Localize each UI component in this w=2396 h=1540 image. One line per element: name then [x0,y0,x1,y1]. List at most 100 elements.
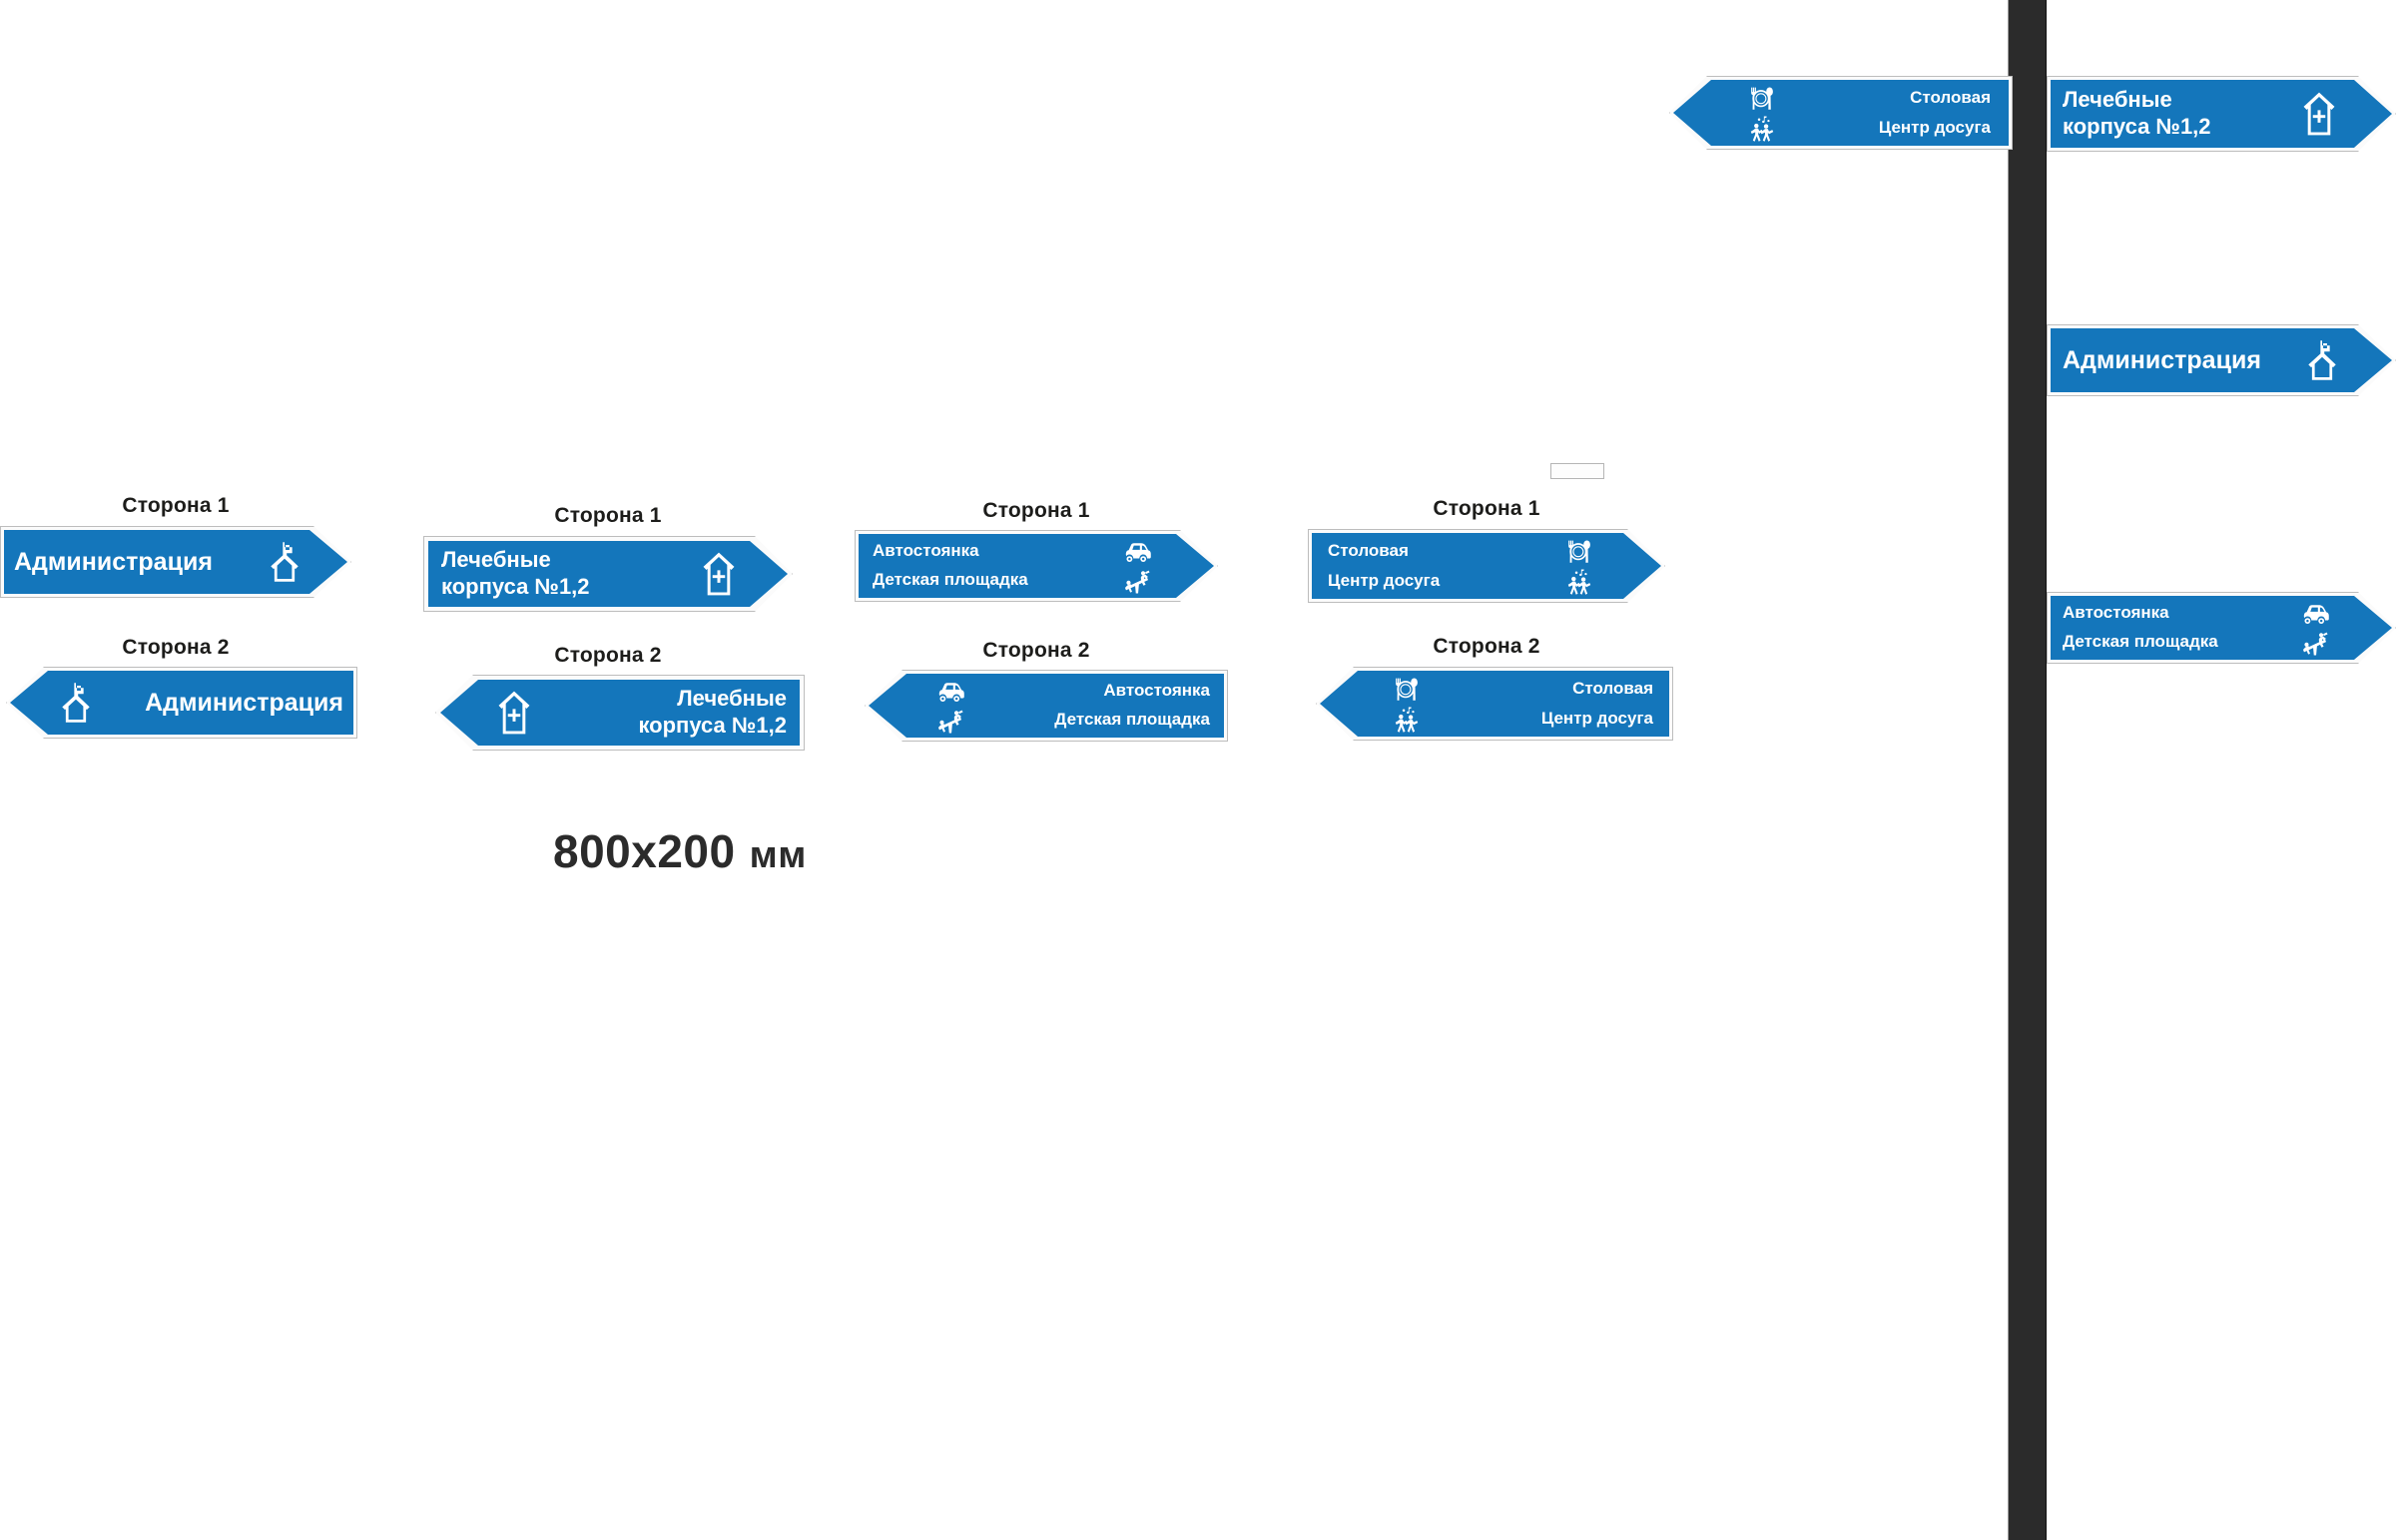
sign-line-2: Центр досуга [1328,570,1441,590]
sign-iconbox [2282,337,2396,383]
sign-plate [1673,80,2009,146]
sign-line-2: корпуса №1,2 [2063,114,2211,139]
dimension-unit: мм [749,834,807,876]
sign-content: Лечебные корпуса №1,2 [2047,76,2396,152]
sign-textblock: Администрация [2063,345,2282,376]
sign-medical-side-1[interactable]: Лечебные корпуса №1,2 [423,536,793,612]
sign-administration-side-1[interactable]: Администрация [0,526,351,598]
stray-rectangle-artifact [1550,463,1604,479]
sign-content: Автостоянка Детская площадка [865,670,1228,742]
cutlery-plate-icon [1750,86,1774,111]
hospital-house-cross-icon [498,691,530,735]
sign-content: Лечебные корпуса №1,2 [435,675,805,751]
group-2-side-2-label: Сторона 2 [554,644,662,667]
sign-plate [1320,671,1669,737]
sign-line-1: Автостоянка [2063,603,2169,623]
sign-parking-playground-side-2[interactable]: Автостоянка Детская площадка [865,670,1228,742]
sign-plate [869,674,1224,738]
group-2-side-1-label: Сторона 1 [554,504,662,527]
sign-content: Администрация [0,526,351,598]
administration-house-flag-icon [2308,340,2336,380]
sign-canteen-leisure-side-1[interactable]: Столовая Центр досуга [1308,529,1665,603]
sign-textblock: Лечебные корпуса №1,2 [2063,87,2278,141]
sign-pole [2008,0,2047,1540]
sign-iconbox [679,549,793,599]
sign-parking-playground-side-1[interactable]: Автостоянка Детская площадка [855,530,1218,602]
sign-line-2: Центр досуга [1540,708,1653,728]
pole-sign-medical[interactable]: Лечебные корпуса №1,2 [2047,76,2396,152]
sign-line-2: Детская площадка [2063,632,2218,651]
sign-line-2: Детская площадка [873,570,1028,589]
sign-iconbox [2278,89,2396,139]
sign-content: Автостоянка Детская площадка [855,530,1218,602]
sign-textblock: Администрация [116,688,343,719]
sign-plate [2051,596,2392,660]
car-icon [1125,543,1151,562]
sign-iconbox [6,680,116,726]
sign-textblock: Лечебные корпуса №1,2 [441,547,679,601]
dancing-people-music-icon [1750,115,1774,142]
sign-textblock: Автостоянка Детская площадка [873,541,1094,590]
sign-textblock: Администрация [14,547,248,578]
pole-sign-administration[interactable]: Администрация [2047,324,2396,396]
sign-plate [859,534,1214,598]
seesaw-playground-icon [2302,632,2328,656]
sign-textblock: Лечебные корпуса №1,2 [557,686,787,740]
sign-line-2: корпуса №1,2 [441,574,590,599]
seesaw-playground-icon [1124,570,1150,594]
sign-textblock: Столовая Центр досуга [1328,541,1533,591]
dancing-people-music-icon [1567,568,1591,595]
sign-iconbox [865,676,996,736]
sign-iconbox [1094,536,1218,596]
pole-sign-canteen-leisure[interactable]: Столовая Центр досуга [1669,76,2013,150]
sign-line-1: Лечебные [677,686,787,712]
sign-medical-side-2[interactable]: Лечебные корпуса №1,2 [435,675,805,751]
sign-line-1: Автостоянка [873,541,979,561]
sign-line-2: Детская площадка [1054,710,1210,729]
sign-line-1: Столовая [1910,87,1991,107]
sign-iconbox [1316,675,1456,734]
sign-iconbox [248,539,351,585]
sign-line-1: Администрация [2063,345,2261,374]
sign-line-1: Столовая [1328,540,1409,560]
group-3-side-2-label: Сторона 2 [982,639,1090,662]
sign-canteen-leisure-side-2[interactable]: Столовая Центр досуга [1316,667,1673,741]
sign-textblock: Автостоянка Детская площадка [996,681,1210,730]
sign-iconbox [1533,537,1665,596]
hospital-house-cross-icon [2303,92,2335,136]
sign-plate [2051,328,2392,392]
sign-content: Столовая Центр досуга [1669,76,2013,150]
sign-line-1: Автостоянка [1103,681,1210,701]
sign-line-1: Лечебные [2063,87,2172,113]
dancing-people-music-icon [1395,706,1419,733]
sign-line-1: Столовая [1572,678,1653,698]
sign-plate [2051,80,2392,148]
group-1-side-1-label: Сторона 1 [122,494,230,517]
group-4-side-1-label: Сторона 1 [1433,497,1540,520]
administration-house-flag-icon [271,542,299,582]
sign-line-1: Лечебные [441,547,551,573]
dimension-label: 800x200 мм [553,824,807,878]
administration-house-flag-icon [62,683,90,723]
sign-content: Администрация [2047,324,2396,396]
sign-textblock: Столовая Центр досуга [1456,679,1653,729]
sign-line-2: Центр досуга [1878,117,1991,137]
sign-content: Администрация [6,667,357,739]
cutlery-plate-icon [1567,539,1591,564]
sign-textblock: Автостоянка Детская площадка [2063,603,2272,652]
cutlery-plate-icon [1395,677,1419,702]
dimension-value: 800x200 [553,825,736,877]
group-4-side-2-label: Сторона 2 [1433,635,1540,658]
sign-plate [440,680,800,746]
pole-sign-parking-playground[interactable]: Автостоянка Детская площадка [2047,592,2396,664]
group-1-side-2-label: Сторона 2 [122,636,230,659]
sign-line-1: Администрация [14,547,213,576]
sign-iconbox [1669,84,1811,143]
hospital-house-cross-icon [703,552,735,596]
car-icon [2303,605,2329,624]
seesaw-playground-icon [937,710,963,734]
sign-content: Лечебные корпуса №1,2 [423,536,793,612]
sign-administration-side-2[interactable]: Администрация [6,667,357,739]
sign-line-1: Администрация [145,688,343,717]
sign-iconbox [435,688,557,738]
